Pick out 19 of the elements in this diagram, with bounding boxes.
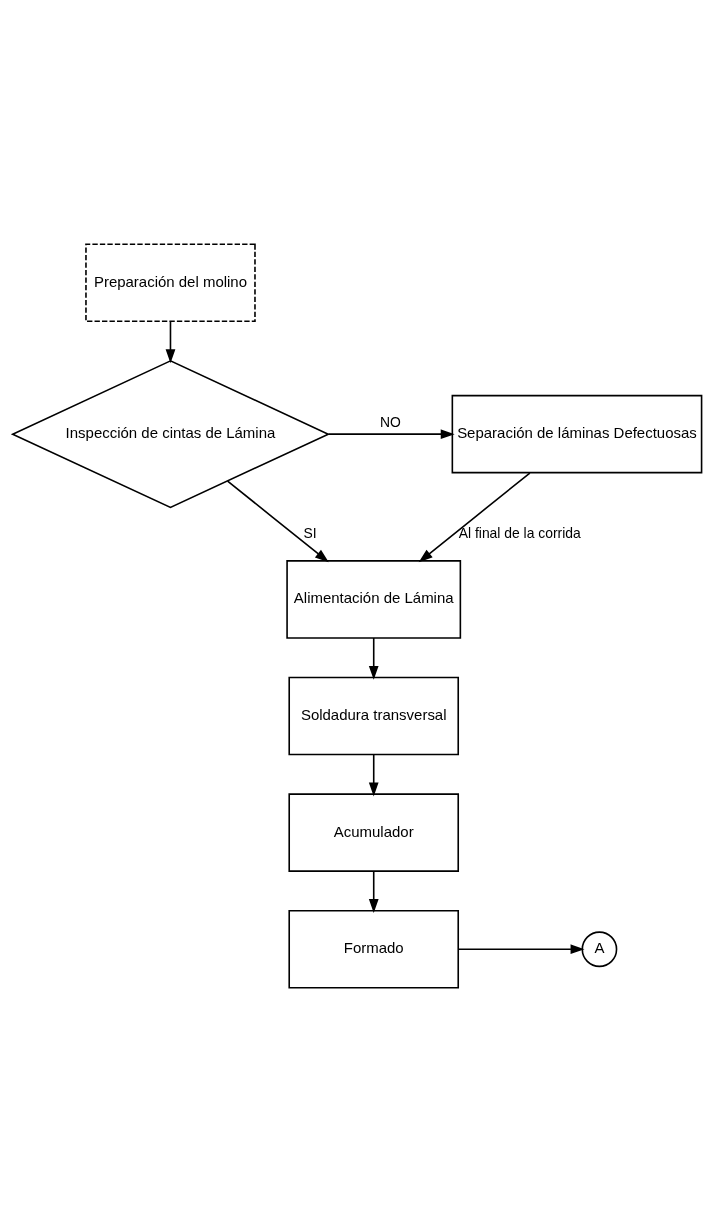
edge-label: NO <box>380 414 401 431</box>
arrow <box>327 429 455 439</box>
node-box: Formado <box>288 909 460 989</box>
arrow <box>457 944 585 955</box>
edge-label: Al final de la corrida <box>458 524 581 541</box>
arrow <box>165 320 176 364</box>
node-box: Preparación del molino <box>85 243 256 323</box>
arrow <box>368 637 379 680</box>
arrow <box>226 480 329 563</box>
node-box: Soldadura transversal <box>288 676 460 756</box>
node-box: Separación de láminas Defectuosas <box>451 394 703 474</box>
node-circle: A <box>581 931 618 968</box>
node-box: Acumulador <box>288 793 460 872</box>
arrow <box>368 753 379 797</box>
arrow <box>368 870 379 913</box>
arrow <box>418 472 531 563</box>
node-box: Alimentación de Lámina <box>286 560 462 639</box>
node-diamond: Inspección de cintas de Lámina <box>10 360 331 509</box>
edge-label: SI <box>303 524 317 541</box>
